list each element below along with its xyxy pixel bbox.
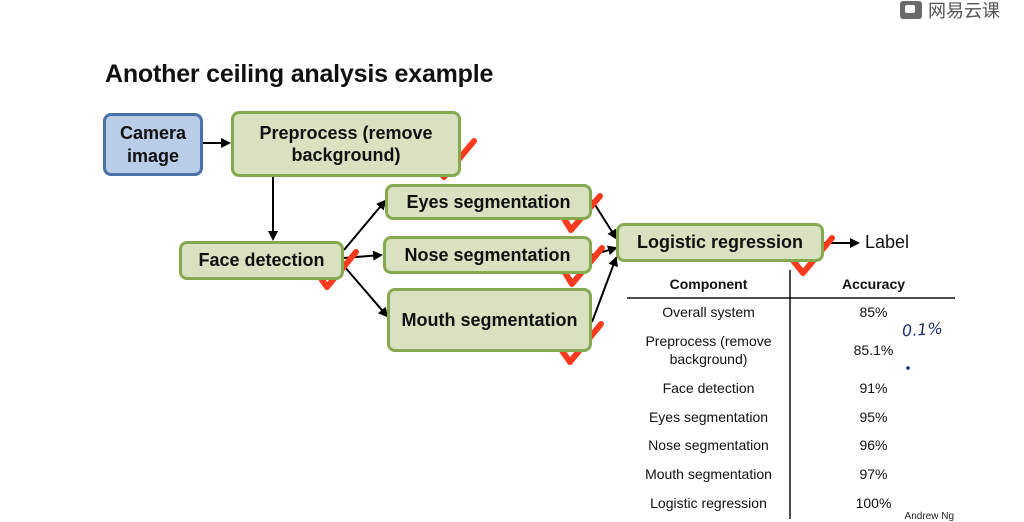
arrow-face-eyes: [343, 199, 387, 251]
camera-image-box: Camera image: [103, 113, 203, 176]
nose-segmentation-box: Nose segmentation: [383, 236, 592, 274]
preprocess-box: Preprocess (remove background): [231, 111, 461, 177]
table-cell-accuracy: 96%: [859, 436, 888, 453]
table-cell-component: Mouth segmentation: [645, 465, 772, 482]
table-cell-accuracy: 91%: [859, 379, 888, 396]
table-header-accuracy: Accuracy: [841, 276, 906, 292]
slide-title: Another ceiling analysis example: [105, 60, 494, 88]
watermark: 网易云课: [900, 0, 1022, 22]
mouth-segmentation-box: Mouth segmentation: [387, 288, 592, 352]
watermark-text: 网易云课: [928, 1, 1000, 22]
table-cell-component: Overall system: [662, 303, 755, 320]
handwritten-annotation: 0.1%: [901, 318, 944, 341]
table-cell-accuracy: 85%: [859, 303, 888, 320]
accuracy-table: Component Accuracy Overall system 85% Pr…: [627, 270, 955, 519]
table-cell-component: Logistic regression: [650, 494, 767, 511]
logistic-regression-box: Logistic regression: [616, 223, 824, 262]
table-cell-component: Face detection: [662, 379, 755, 396]
table-cell-accuracy: 95%: [859, 408, 888, 425]
table-cell-accuracy: 100%: [855, 494, 892, 511]
table-header-component: Component: [669, 276, 748, 292]
table-cell-component: Preprocess (remove background): [645, 332, 772, 367]
arrow-face-mouth: [343, 265, 389, 318]
table-cell-accuracy: 85.1%: [853, 341, 894, 358]
table-cell-component: Eyes segmentation: [648, 408, 769, 425]
table-cell-accuracy: 97%: [859, 465, 888, 482]
handwritten-dot: [906, 366, 910, 370]
author-credit: Andrew Ng: [904, 511, 954, 522]
face-detection-box: Face detection: [179, 241, 344, 280]
arrow-eyes-logistic: [591, 199, 618, 240]
arrow-mouth-logistic: [591, 256, 618, 323]
output-label: Label: [865, 232, 910, 252]
eyes-segmentation-box: Eyes segmentation: [385, 184, 592, 220]
table-cell-component: Nose segmentation: [648, 436, 769, 453]
netease-logo-icon: [900, 1, 922, 19]
